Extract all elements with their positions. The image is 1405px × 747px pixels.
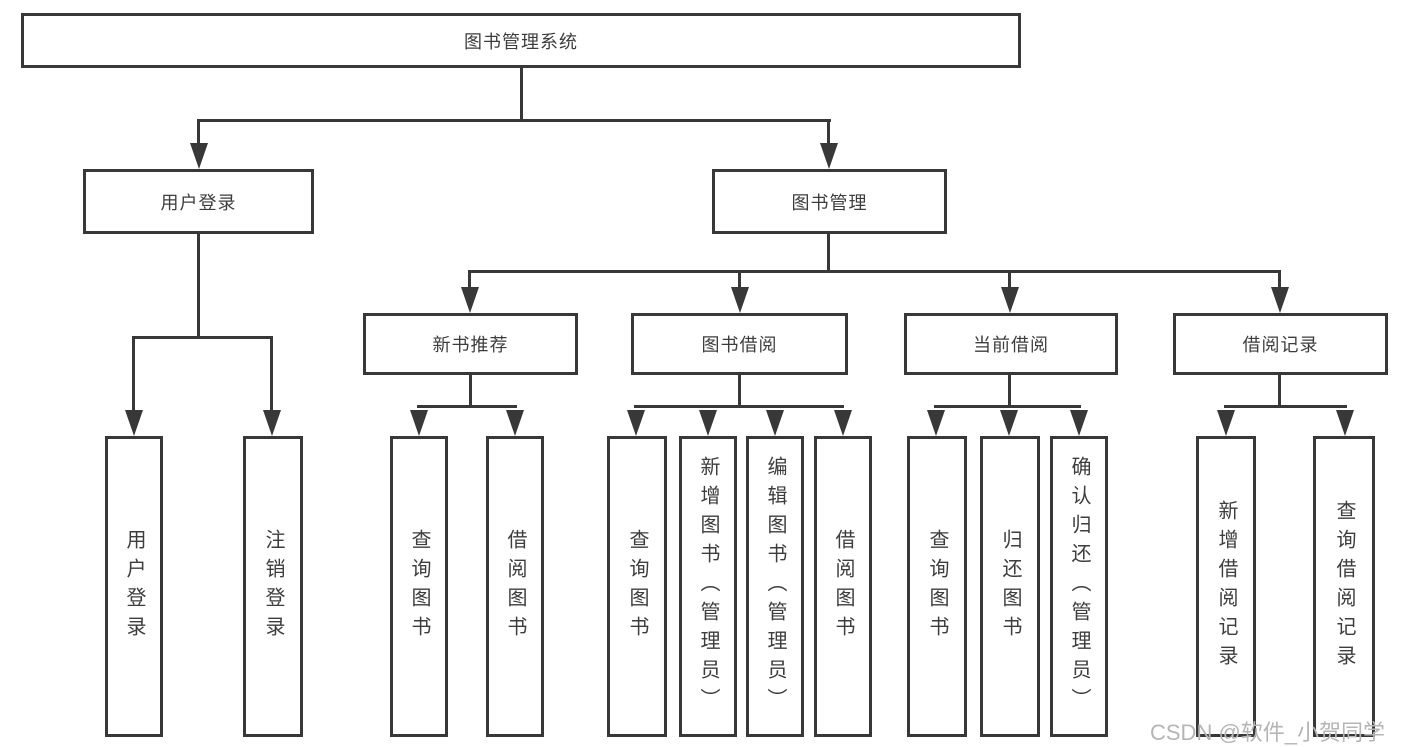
- node-root-label: 图书管理系统: [464, 31, 578, 52]
- node-leaf-user-login: 用户登录: [105, 436, 163, 737]
- connector-line: [469, 375, 472, 407]
- node-current-borrow: 当前借阅: [904, 313, 1118, 375]
- node-leaf-confirm-return-admin: 确认归还（管理员）: [1050, 436, 1108, 737]
- connector-line: [270, 336, 273, 412]
- node-leaf-add-book-admin: 新增图书（管理员）: [679, 436, 737, 737]
- node-leaf-add-borrow-record: 新增借阅记录: [1196, 436, 1256, 737]
- connector-line: [197, 119, 831, 122]
- arrow-down-icon: [834, 410, 852, 436]
- node-leaf-query-book-3: 查询图书: [907, 436, 967, 737]
- connector-line: [468, 270, 1281, 273]
- arrow-down-icon: [1070, 410, 1088, 436]
- connector-line: [520, 68, 523, 119]
- csdn-watermark: CSDN @软件_小贺同学: [1150, 720, 1386, 745]
- node-leaf-logout-label: 注销登录: [262, 528, 284, 645]
- arrow-down-icon: [410, 410, 428, 436]
- arrow-down-icon: [125, 410, 143, 436]
- node-leaf-query-book-3-label: 查询图书: [926, 528, 948, 645]
- node-new-book-recommend-label: 新书推荐: [432, 335, 509, 355]
- node-leaf-query-book-1-label: 查询图书: [408, 528, 430, 645]
- connector-line: [1278, 375, 1281, 407]
- arrow-down-icon: [263, 410, 281, 436]
- node-leaf-query-borrow-record-label: 查询借阅记录: [1333, 499, 1355, 674]
- arrow-down-icon: [1271, 287, 1289, 313]
- node-borrow-record: 借阅记录: [1173, 313, 1388, 375]
- node-book-borrow: 图书借阅: [631, 313, 848, 375]
- node-leaf-return-book-label: 归还图书: [999, 528, 1021, 645]
- node-book-management: 图书管理: [712, 169, 947, 234]
- node-leaf-borrow-book-2: 借阅图书: [814, 436, 872, 737]
- connector-line: [468, 270, 471, 290]
- node-book-management-label: 图书管理: [791, 192, 868, 213]
- connector-line: [1224, 405, 1347, 408]
- connector-line: [417, 405, 517, 408]
- arrow-down-icon: [1001, 287, 1019, 313]
- node-borrow-record-label: 借阅记录: [1242, 335, 1319, 355]
- arrow-down-icon: [461, 287, 479, 313]
- node-leaf-add-book-admin-label: 新增图书（管理员）: [697, 456, 719, 717]
- node-leaf-borrow-book-1: 借阅图书: [486, 436, 544, 737]
- connector-line: [738, 270, 741, 290]
- arrow-down-icon: [927, 410, 945, 436]
- node-leaf-query-book-2-label: 查询图书: [626, 528, 648, 645]
- connector-line: [634, 405, 844, 408]
- node-leaf-borrow-book-2-label: 借阅图书: [832, 528, 854, 645]
- connector-line: [132, 336, 273, 339]
- node-leaf-query-borrow-record: 查询借阅记录: [1313, 436, 1375, 737]
- node-leaf-logout: 注销登录: [243, 436, 303, 737]
- arrow-down-icon: [1217, 410, 1235, 436]
- arrow-down-icon: [766, 410, 784, 436]
- node-leaf-user-login-label: 用户登录: [123, 528, 145, 645]
- node-user-login: 用户登录: [83, 169, 314, 234]
- node-leaf-edit-book-admin: 编辑图书（管理员）: [746, 436, 804, 737]
- connector-line: [934, 405, 1081, 408]
- node-leaf-edit-book-admin-label: 编辑图书（管理员）: [764, 456, 786, 717]
- node-user-login-label: 用户登录: [160, 192, 237, 213]
- arrow-down-icon: [731, 287, 749, 313]
- node-new-book-recommend: 新书推荐: [363, 313, 578, 375]
- connector-line: [132, 336, 135, 412]
- node-current-borrow-label: 当前借阅: [973, 335, 1049, 355]
- node-leaf-query-book-2: 查询图书: [607, 436, 667, 737]
- node-leaf-confirm-return-admin-label: 确认归还（管理员）: [1068, 456, 1090, 717]
- connector-line: [197, 234, 200, 336]
- connector-line: [1008, 270, 1011, 290]
- connector-line: [738, 375, 741, 407]
- node-leaf-add-borrow-record-label: 新增借阅记录: [1215, 499, 1237, 674]
- connector-line: [827, 234, 830, 270]
- node-leaf-return-book: 归还图书: [980, 436, 1040, 737]
- connector-line: [1008, 375, 1011, 407]
- arrow-down-icon: [506, 410, 524, 436]
- arrow-down-icon: [699, 410, 717, 436]
- node-leaf-query-book-1: 查询图书: [390, 436, 448, 737]
- connector-line: [827, 119, 830, 147]
- node-root: 图书管理系统: [21, 13, 1021, 68]
- arrow-down-icon: [1000, 410, 1018, 436]
- arrow-down-icon: [820, 143, 838, 169]
- node-book-borrow-label: 图书借阅: [701, 335, 778, 355]
- arrow-down-icon: [627, 410, 645, 436]
- connector-line: [1278, 270, 1281, 290]
- node-leaf-borrow-book-1-label: 借阅图书: [504, 528, 526, 645]
- arrow-down-icon: [190, 143, 208, 169]
- connector-line: [197, 119, 200, 147]
- arrow-down-icon: [1336, 410, 1354, 436]
